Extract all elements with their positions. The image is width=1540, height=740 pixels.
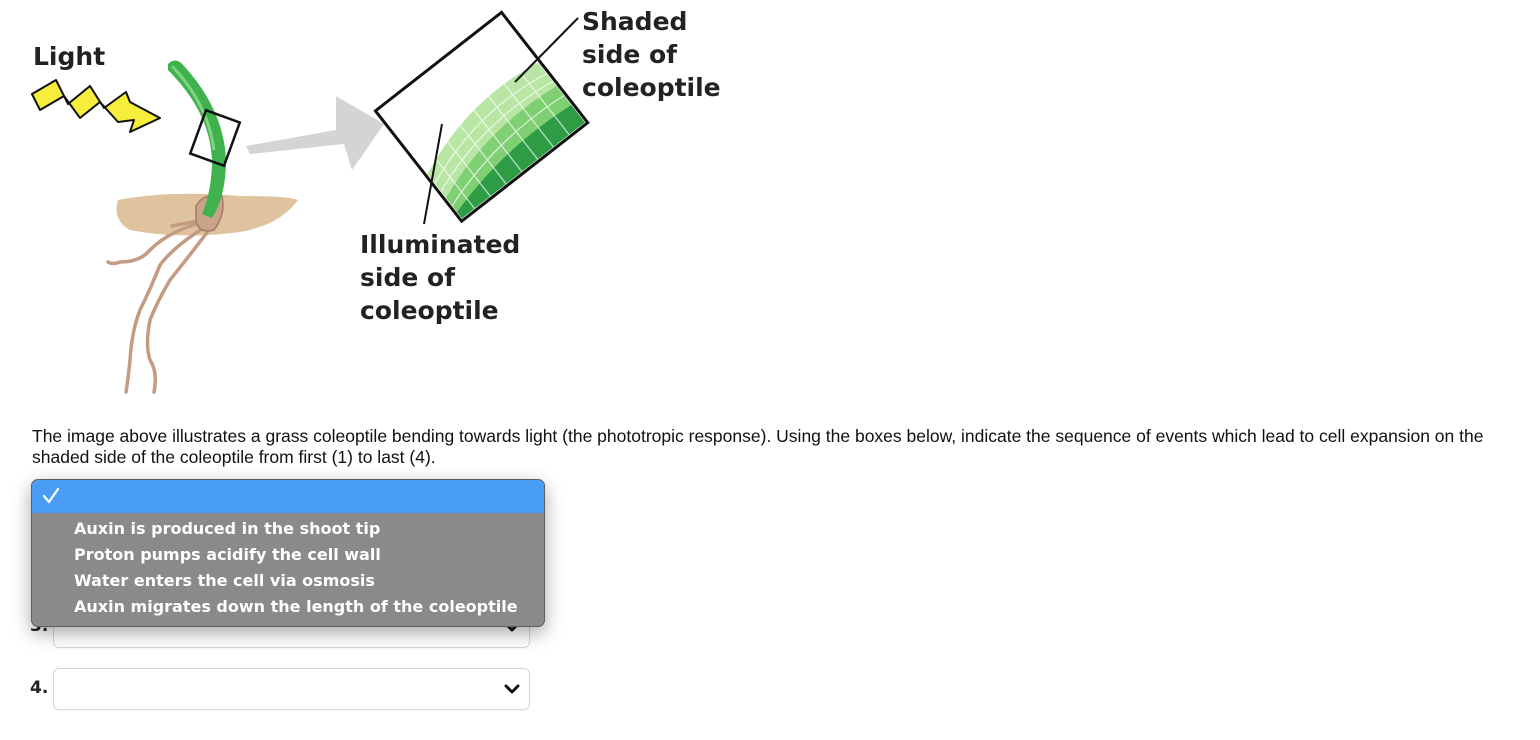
question-text: The image above illustrates a grass cole… — [32, 426, 1484, 467]
shaded-side-label: Shaded side of coleoptile — [582, 7, 721, 102]
light-label: Light — [33, 42, 106, 71]
sequence-select-4[interactable] — [53, 668, 530, 710]
dropdown-option-1[interactable]: Auxin is produced in the shoot tip — [32, 516, 544, 542]
option-label: Auxin is produced in the shoot tip — [74, 519, 381, 538]
dropdown-option-4[interactable]: Auxin migrates down the length of the co… — [32, 594, 544, 620]
illuminated-side-label: Illuminated side of coleoptile — [360, 230, 521, 325]
dropdown-option-3[interactable]: Water enters the cell via osmosis — [32, 568, 544, 594]
row-number: 4. — [30, 678, 49, 698]
option-label: Water enters the cell via osmosis — [74, 571, 375, 590]
zoom-region-box — [188, 108, 242, 168]
option-label: Proton pumps acidify the cell wall — [74, 545, 381, 564]
phototropism-illustration: Light Illuminated side of coleoptile Sha… — [0, 0, 760, 400]
coleoptile — [168, 60, 226, 218]
light-bolt — [31, 79, 161, 133]
zoom-arrow — [246, 96, 384, 170]
dropdown-option-2[interactable]: Proton pumps acidify the cell wall — [32, 542, 544, 568]
option-label: Auxin migrates down the length of the co… — [74, 597, 518, 616]
checkmark-icon — [42, 487, 60, 504]
roots — [106, 218, 214, 394]
shaded-leader-line — [514, 17, 579, 83]
illuminated-leader-line — [423, 123, 443, 225]
chevron-down-icon — [504, 684, 520, 694]
dropdown-option-blank[interactable] — [32, 480, 544, 513]
illustration-graphic — [31, 10, 590, 394]
magnified-cells — [373, 10, 590, 224]
dropdown-menu: Auxin is produced in the shoot tip Proto… — [31, 479, 545, 627]
